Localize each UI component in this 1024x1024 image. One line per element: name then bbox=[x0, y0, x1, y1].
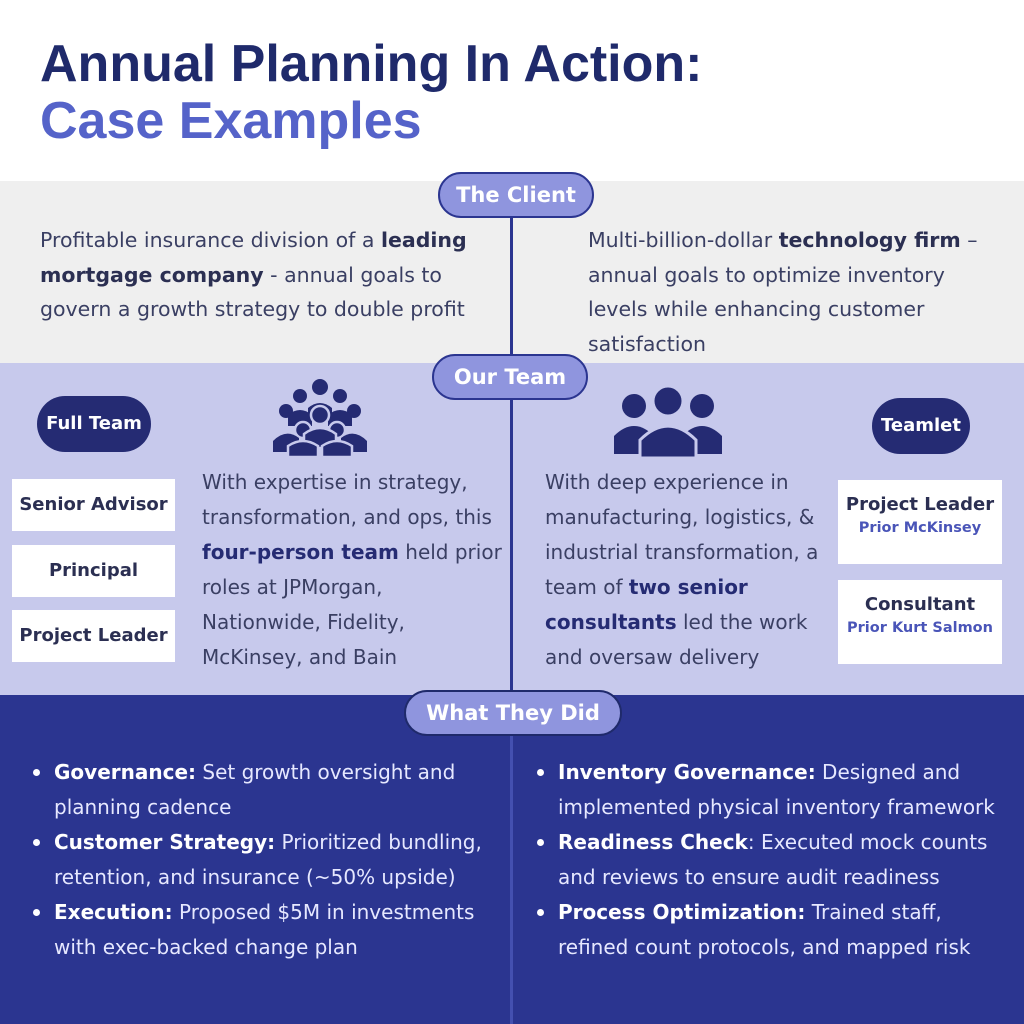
list-item: Inventory Governance: Designed and imple… bbox=[534, 755, 1014, 825]
role-subtitle: Prior McKinsey bbox=[858, 520, 982, 536]
role-senior-advisor: Senior Advisor bbox=[12, 479, 175, 531]
did-right-list: Inventory Governance: Designed and imple… bbox=[534, 755, 1014, 965]
list-item: Process Optimization: Trained staff, ref… bbox=[534, 895, 1014, 965]
list-item: Readiness Check: Executed mock counts an… bbox=[534, 825, 1014, 895]
role-title: Project Leader bbox=[845, 494, 995, 515]
role-principal: Principal bbox=[12, 545, 175, 597]
center-divider-bottom bbox=[510, 735, 513, 1024]
team-left-description: With expertise in strategy, transformati… bbox=[202, 470, 502, 669]
client-left-description: Profitable insurance division of a leadi… bbox=[40, 228, 467, 321]
role-project-leader: Project Leader bbox=[12, 610, 175, 662]
teamlet-tag: Teamlet bbox=[872, 398, 970, 454]
did-left-list: Governance: Set growth oversight and pla… bbox=[30, 755, 500, 965]
role-consultant-kurt-salmon: Consultant Prior Kurt Salmon bbox=[838, 580, 1002, 664]
role-title: Consultant bbox=[864, 594, 976, 615]
title-line-2: Case Examples bbox=[40, 92, 422, 150]
team-right-description: With deep experience in manufacturing, l… bbox=[545, 470, 819, 669]
center-divider-top bbox=[510, 215, 513, 695]
section-pill-client: The Client bbox=[438, 172, 594, 218]
role-subtitle: Prior Kurt Salmon bbox=[847, 620, 993, 636]
list-item: Governance: Set growth oversight and pla… bbox=[30, 755, 500, 825]
list-item: Execution: Proposed $5M in investments w… bbox=[30, 895, 500, 965]
list-item: Customer Strategy: Prioritized bundling,… bbox=[30, 825, 500, 895]
title-line-1: Annual Planning In Action: bbox=[40, 35, 703, 93]
small-group-icon bbox=[614, 386, 722, 458]
client-right-description: Multi-billion-dollar technology firm – a… bbox=[588, 228, 978, 356]
role-project-leader-mckinsey: Project Leader Prior McKinsey bbox=[838, 480, 1002, 564]
section-pill-what-they-did: What They Did bbox=[404, 690, 622, 736]
full-team-tag: Full Team bbox=[37, 396, 151, 452]
section-pill-team: Our Team bbox=[432, 354, 588, 400]
page-title: Annual Planning In Action: Case Examples bbox=[40, 36, 1000, 150]
large-group-icon bbox=[273, 379, 367, 458]
